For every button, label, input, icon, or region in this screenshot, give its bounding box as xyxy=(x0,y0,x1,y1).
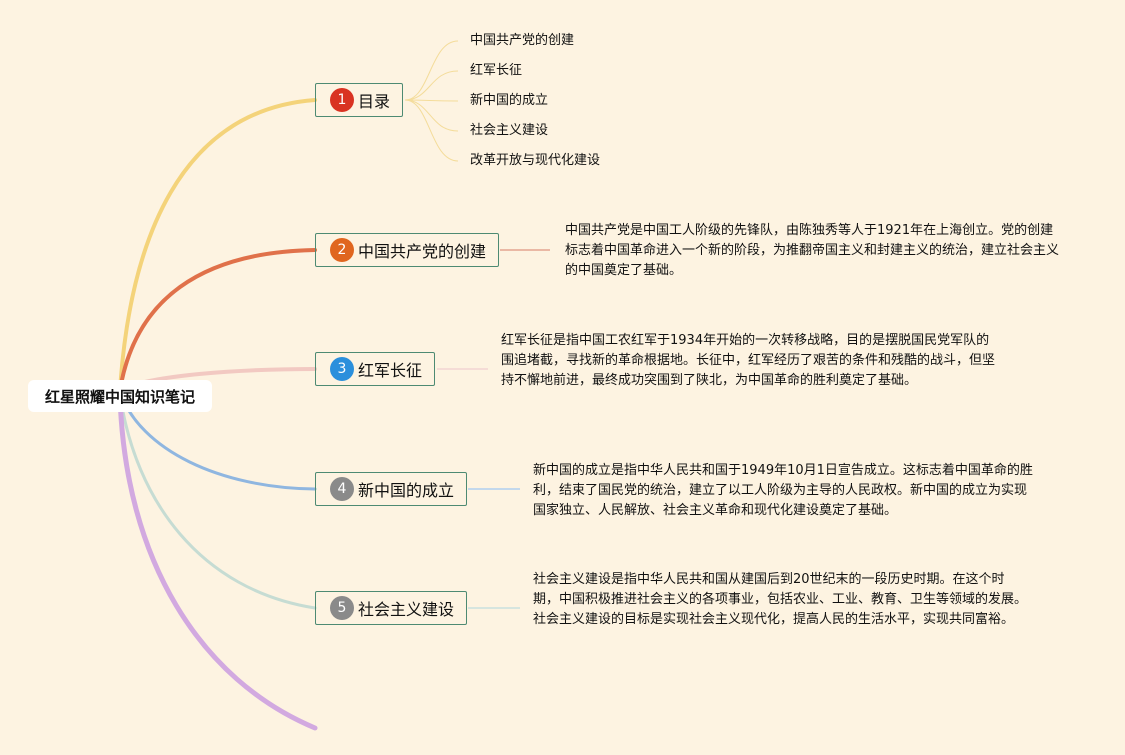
topic-long-march[interactable]: 3 红军长征 xyxy=(315,352,436,386)
number-badge-2: 2 xyxy=(330,238,354,262)
topic-label: 红军长征 xyxy=(358,361,423,380)
toc-line-3 xyxy=(404,99,459,102)
topic-label: 中国共产党的创建 xyxy=(358,242,487,261)
toc-item[interactable]: 红军长征 xyxy=(470,63,523,78)
topic-description: 红军长征是指中国工农红军于1934年开始的一次转移战略，目的是摆脱国民党军队的围… xyxy=(501,333,996,388)
toc-item[interactable]: 改革开放与现代化建设 xyxy=(470,153,601,168)
toc-item[interactable]: 社会主义建设 xyxy=(470,123,549,138)
toc-line-1 xyxy=(404,40,459,101)
root-topic-label: 红星照耀中国知识笔记 xyxy=(44,387,195,406)
branch-line-6 xyxy=(117,393,318,731)
topic-description: 新中国的成立是指中华人民共和国于1949年10月1日宣告成立。这标志着中国革命的… xyxy=(533,463,1033,518)
toc-item[interactable]: 中国共产党的创建 xyxy=(470,33,575,48)
root-topic[interactable]: 红星照耀中国知识笔记 xyxy=(28,380,212,412)
number-badge-1: 1 xyxy=(330,88,354,112)
branch-line-1 xyxy=(118,98,317,392)
topic-party-founding[interactable]: 2 中国共产党的创建 xyxy=(315,233,500,267)
toc-line-2 xyxy=(404,70,459,101)
toc-line-4 xyxy=(404,99,459,132)
topic-label: 社会主义建设 xyxy=(358,600,455,619)
toc-line-5 xyxy=(404,99,459,162)
topic-description: 中国共产党是中国工人阶级的先锋队，由陈独秀等人于1921年在上海创立。党的创建标… xyxy=(565,223,1060,278)
branch-line-2 xyxy=(118,248,317,392)
topic-description: 社会主义建设是指中华人民共和国从建国后到20世纪末的一段历史时期。在这个时期，中… xyxy=(533,572,1028,627)
branch-line-5 xyxy=(118,392,317,610)
topic-label: 目录 xyxy=(358,92,391,111)
topic-socialist-construction[interactable]: 5 社会主义建设 xyxy=(315,591,468,625)
number-badge-4: 4 xyxy=(330,477,354,501)
topic-new-china[interactable]: 4 新中国的成立 xyxy=(315,472,468,506)
number-badge-3: 3 xyxy=(330,357,354,381)
branch-line-4 xyxy=(118,390,317,491)
toc-item[interactable]: 新中国的成立 xyxy=(470,93,549,108)
topic-toc[interactable]: 1 目录 xyxy=(315,83,404,117)
number-badge-5: 5 xyxy=(330,596,354,620)
topic-label: 新中国的成立 xyxy=(358,481,455,500)
